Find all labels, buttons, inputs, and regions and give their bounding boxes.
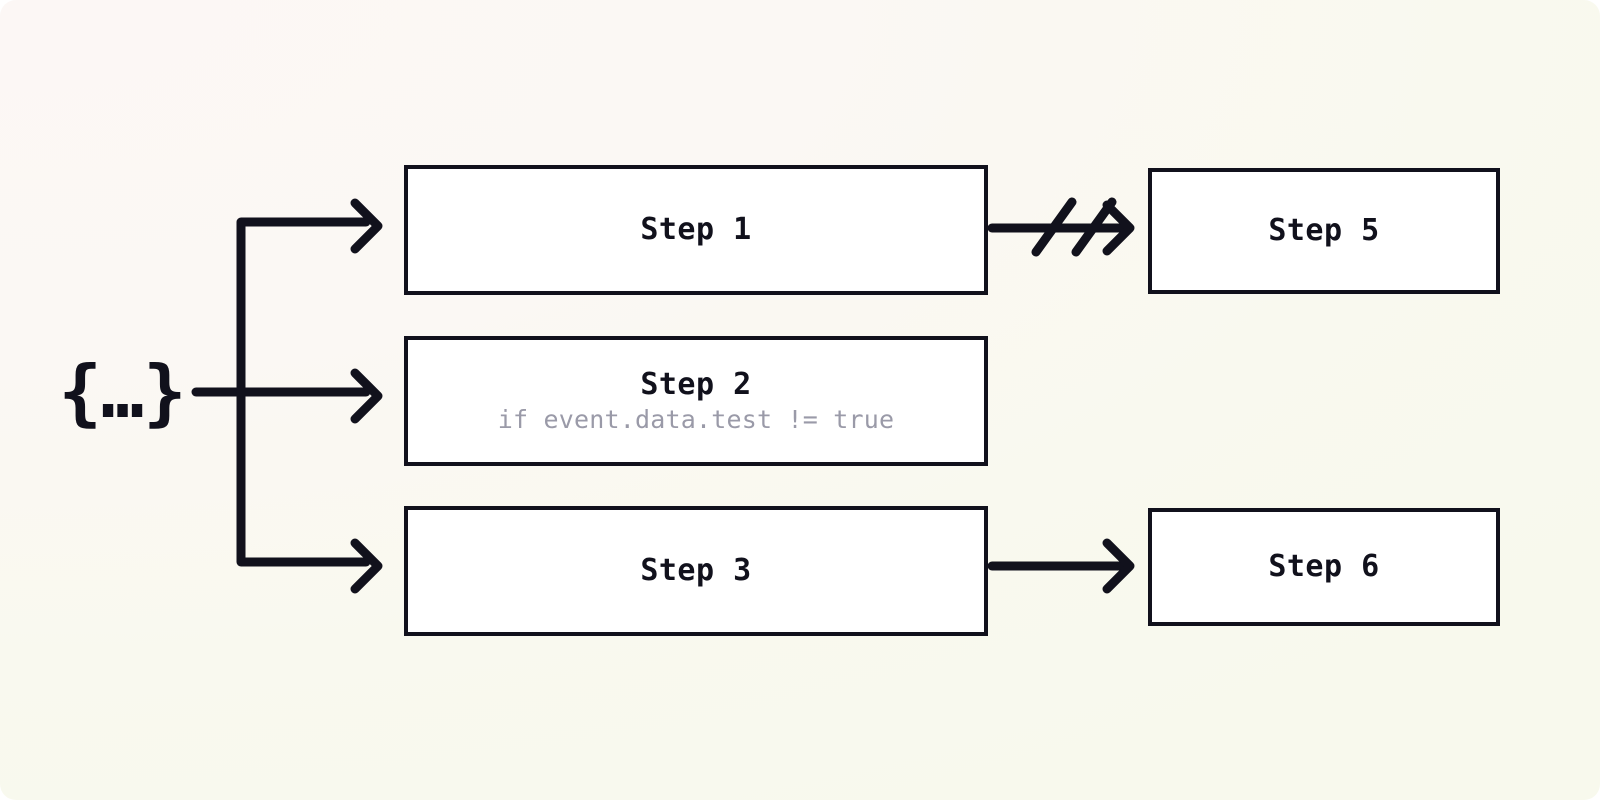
step-node-5[interactable]: Step 5 (1148, 168, 1500, 294)
step-node-5-title: Step 5 (1268, 213, 1380, 249)
step-node-3[interactable]: Step 3 (404, 506, 988, 636)
step-node-6-title: Step 6 (1268, 549, 1380, 585)
edge-trigger-step-3-arrowhead (350, 538, 383, 594)
step-node-2[interactable]: Step 2 if event.data.test != true (404, 336, 988, 466)
step-node-2-subtitle: if event.data.test != true (497, 405, 895, 435)
edge-step-3-step-6-arrowhead (1102, 538, 1135, 594)
edge-trigger-step-2-arrowhead (350, 368, 383, 424)
step-node-1[interactable]: Step 1 (404, 165, 988, 295)
event-payload-glyph: {…} (58, 346, 186, 438)
step-node-3-title: Step 3 (640, 553, 752, 589)
edge-trigger-step-1-arrowhead (350, 198, 383, 254)
event-payload-label: {…} (58, 350, 186, 434)
step-node-2-title: Step 2 (640, 366, 752, 402)
step-node-6[interactable]: Step 6 (1148, 508, 1500, 626)
step-node-1-title: Step 1 (640, 212, 752, 248)
edge-step-1-step-5-slash-1 (1031, 197, 1077, 257)
edge-step-1-step-5-slash-2 (1071, 197, 1117, 257)
edge-step-1-step-5-arrowhead (1102, 200, 1135, 256)
